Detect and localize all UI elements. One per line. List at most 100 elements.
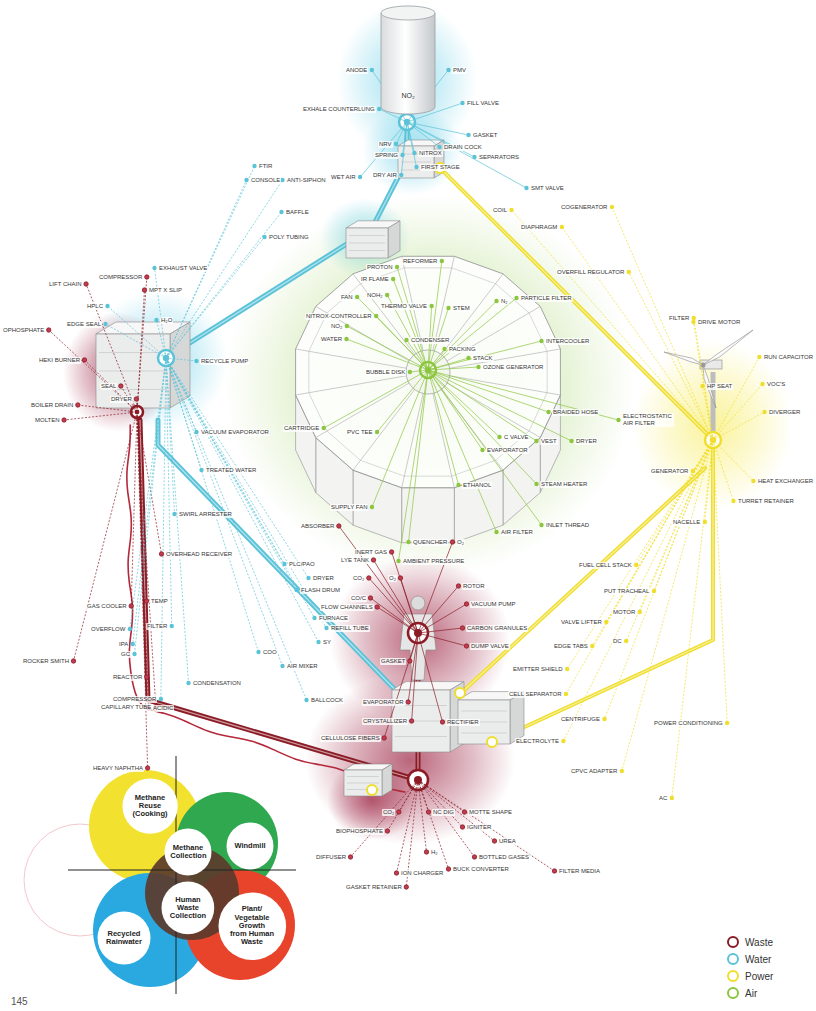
- leader-dot: [514, 296, 518, 300]
- windmill-blade: [664, 352, 703, 365]
- leader-line: [694, 318, 713, 440]
- node-text-group: Methane Collection: [170, 844, 206, 861]
- part-label: COIL: [492, 207, 508, 214]
- leader-dot: [404, 338, 408, 342]
- leader-line: [428, 298, 517, 370]
- leader-line: [85, 360, 137, 412]
- leader-line: [401, 578, 419, 633]
- leader-dot: [131, 642, 135, 646]
- legend-text: Air: [745, 988, 757, 999]
- leader-line: [78, 405, 137, 412]
- part-label: FLOW CHANNELS: [320, 604, 374, 611]
- leader-line: [166, 358, 309, 578]
- leader-dot: [406, 700, 410, 704]
- leader-dot: [494, 299, 498, 303]
- power-wire-shine: [440, 168, 713, 440]
- leader-dot: [355, 295, 359, 299]
- leader-dot: [400, 153, 404, 157]
- leader-line: [161, 358, 166, 699]
- leader-dot: [700, 384, 704, 388]
- leader-line: [713, 384, 763, 440]
- leader-line: [418, 780, 449, 869]
- leader-dot: [47, 328, 51, 332]
- leader-dot: [62, 418, 66, 422]
- leader-line: [428, 367, 479, 370]
- part-label: THERMO VALVE: [380, 303, 428, 310]
- part-label: NACELLE: [672, 519, 701, 526]
- leader-dot: [374, 314, 378, 318]
- circle-label: Methane Reuse (Cooking): [129, 794, 170, 819]
- leader-line: [428, 370, 500, 437]
- legend-swatch: [726, 935, 740, 949]
- part-label: PVC TEE: [346, 429, 374, 436]
- leader-dot: [534, 439, 538, 443]
- part-label: NO₂: [330, 323, 343, 330]
- leader-line: [377, 370, 428, 432]
- person-head: [411, 596, 425, 610]
- leader-dot: [703, 520, 707, 524]
- biophosphate-machine: [344, 764, 392, 796]
- part-label: HEAVY NAPHTHA: [92, 765, 144, 772]
- part-label: GASKET RETAINER: [345, 884, 403, 891]
- leader-dot: [429, 304, 433, 308]
- legend-swatch: [726, 952, 740, 966]
- leader-dot: [399, 173, 403, 177]
- leader-dot: [170, 624, 174, 628]
- part-label: O₂: [456, 539, 465, 546]
- part-label: IPA: [118, 641, 129, 648]
- leader-dot: [316, 640, 320, 644]
- part-label: LYE TANK: [340, 557, 370, 564]
- leader-line: [369, 578, 418, 633]
- circle-label: Recycled Rainwater: [104, 930, 144, 947]
- part-label: BOTTLED GASES: [478, 854, 530, 861]
- part-label: HEKI BURNER: [38, 357, 81, 364]
- venn-circle-node: Plant/ Vegetable Growth from Human Waste: [218, 892, 287, 961]
- part-label: PACKING: [448, 346, 477, 353]
- rectifier-machine-side: [510, 692, 524, 744]
- part-label: BUCK CONVERTER: [452, 866, 510, 873]
- part-label: ELECTROSTATIC AIR FILTER: [622, 413, 674, 427]
- power-junction: [487, 737, 497, 747]
- part-label: TURRET RETAINER: [737, 498, 795, 505]
- part-label: DUMP VALVE: [470, 643, 510, 650]
- first-stage-box: [398, 140, 444, 178]
- leader-line: [428, 370, 549, 412]
- venn-circle-node: Recycled Rainwater: [97, 911, 151, 965]
- part-label: FILTER MEDIA: [558, 868, 601, 875]
- leader-dot: [442, 347, 446, 351]
- leader-dot: [456, 584, 460, 588]
- circle-label: Human Waste Collection: [169, 896, 207, 921]
- part-label: AIR FILTER: [500, 529, 534, 536]
- biophosphate-machine-side: [382, 764, 392, 796]
- part-label: STEAM HEATER: [540, 481, 588, 488]
- part-label: OVERFLOW: [90, 626, 126, 633]
- part-label: FAN: [340, 294, 354, 301]
- leader-line: [713, 440, 734, 501]
- part-label: NOH₂: [366, 292, 384, 299]
- node-text-group: Windmill: [234, 842, 265, 850]
- leader-dot: [252, 164, 256, 168]
- boiler-machine-front: [96, 334, 170, 408]
- part-label: DC: [612, 638, 623, 645]
- leader-dot: [634, 563, 638, 567]
- part-label: CO₂: [382, 809, 395, 816]
- crystallizer-machine: [392, 682, 464, 752]
- leader-dot: [412, 151, 416, 155]
- leader-dot: [395, 265, 399, 269]
- leader-dot: [497, 435, 501, 439]
- circle-outline: [218, 892, 286, 960]
- leader-dot: [145, 766, 149, 770]
- part-label: ABSORBER: [300, 523, 335, 530]
- leader-dot: [404, 885, 408, 889]
- legend-ring: [728, 988, 738, 998]
- part-label: CRYSTALLIZER: [362, 718, 408, 725]
- leader-dot: [144, 599, 148, 603]
- part-label: COMPRESSOR: [98, 274, 143, 281]
- legend-ring: [728, 954, 738, 964]
- leader-dot: [76, 403, 80, 407]
- part-label: SMT VALVE: [530, 185, 565, 192]
- leader-line: [418, 586, 459, 633]
- leader-dot: [466, 356, 470, 360]
